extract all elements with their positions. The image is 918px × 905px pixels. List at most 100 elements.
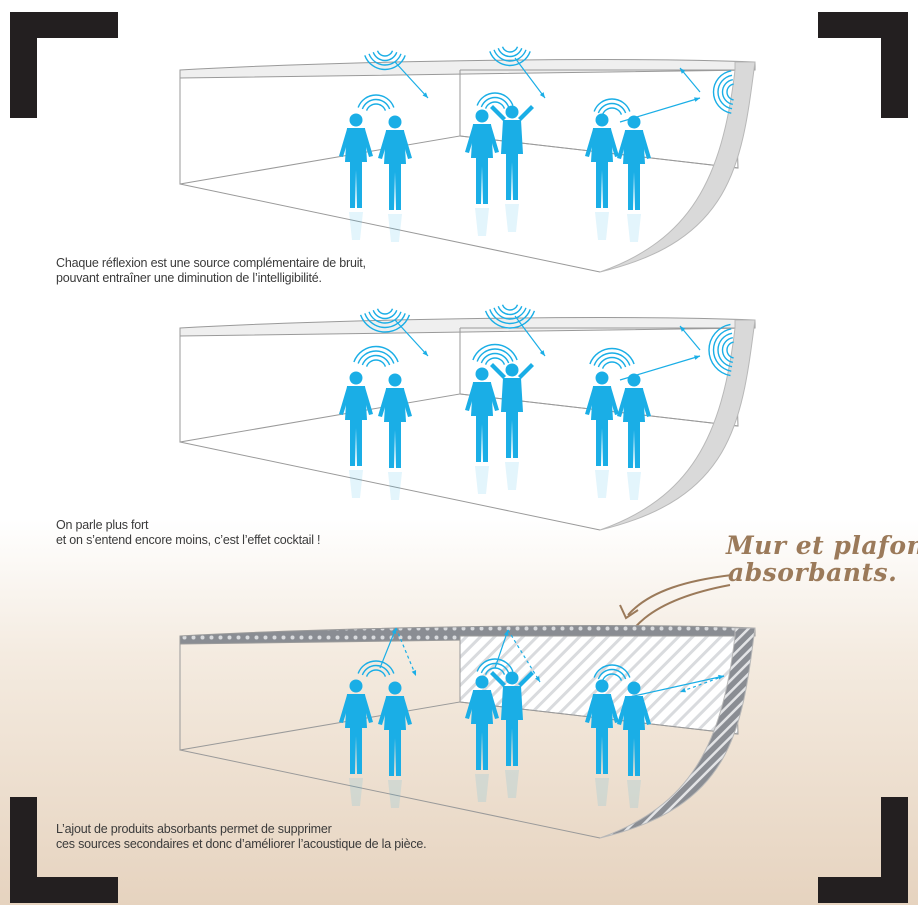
ceiling-panel (180, 318, 755, 336)
person-head (506, 106, 519, 119)
caption-line: Chaque réflexion est une source compléme… (56, 256, 366, 271)
person-body (345, 386, 367, 466)
person-body (471, 382, 493, 462)
person-body (384, 130, 406, 210)
person-silhouette (378, 682, 412, 809)
person-reflection (349, 778, 363, 806)
person-reflection (475, 466, 489, 494)
person-head (389, 682, 402, 695)
person-reflection (349, 470, 363, 498)
person-head (389, 116, 402, 129)
person-silhouette (465, 368, 499, 495)
person-body (501, 686, 523, 766)
person-reflection (388, 214, 402, 242)
person-body (591, 386, 613, 466)
person-body (384, 696, 406, 776)
speaker-waves-right (594, 99, 630, 115)
sound-wave-arc (377, 309, 392, 314)
caption-line: L’ajout de produits absorbants permet de… (56, 822, 426, 837)
left-back-wall (180, 636, 460, 750)
ceiling-panel (180, 60, 755, 78)
person-head (350, 372, 363, 385)
person-silhouette (339, 680, 373, 807)
person-head (476, 110, 489, 123)
caption-line: ces sources secondaires et donc d’amélio… (56, 837, 426, 852)
caption-scene-1: Chaque réflexion est une source compléme… (56, 256, 366, 286)
person-reflection (595, 212, 609, 240)
person-reflection (349, 212, 363, 240)
person-silhouette (617, 374, 651, 501)
person-reflection (505, 204, 519, 232)
ray-arrowhead (694, 355, 700, 359)
person-silhouette (378, 116, 412, 243)
person-body (471, 124, 493, 204)
person-head (506, 672, 519, 685)
person-silhouette (490, 363, 534, 490)
person-silhouette (465, 110, 499, 237)
person-head (596, 372, 609, 385)
ray-arrowhead (694, 97, 700, 101)
person-silhouette (617, 116, 651, 243)
sound-wave-arc (603, 362, 622, 369)
person-silhouette (339, 372, 373, 499)
person-body (384, 388, 406, 468)
person-silhouette (490, 105, 534, 232)
person-head (350, 680, 363, 693)
person-body (623, 388, 645, 468)
person-body (591, 128, 613, 208)
annotation-line: absorbants. (726, 559, 918, 586)
person-body (591, 694, 613, 774)
speaker-waves-center (473, 345, 517, 365)
person-silhouette (339, 114, 373, 241)
ray-arrowhead (412, 670, 416, 676)
person-body (501, 378, 523, 458)
sound-wave-arc (377, 51, 392, 56)
person-body (345, 694, 367, 774)
sound-wave-arc (502, 47, 517, 52)
speaker-waves-left (358, 661, 394, 677)
person-reflection (627, 780, 641, 808)
person-head (389, 374, 402, 387)
person-reflection (505, 770, 519, 798)
person-reflection (475, 774, 489, 802)
speaker-waves-center (477, 93, 513, 109)
person-body (623, 696, 645, 776)
person-body (501, 120, 523, 200)
curved-wall (600, 62, 755, 272)
reflection-ray (620, 98, 700, 122)
person-head (476, 676, 489, 689)
speaker-waves-right (590, 349, 634, 369)
person-head (350, 114, 363, 127)
sound-wave-arc (367, 670, 386, 677)
sound-wave-arc (367, 360, 386, 367)
speaker-waves-left (354, 347, 398, 367)
caption-scene-3: L’ajout de produits absorbants permet de… (56, 822, 426, 852)
person-head (506, 364, 519, 377)
person-reflection (595, 470, 609, 498)
person-reflection (505, 462, 519, 490)
person-head (628, 682, 641, 695)
sound-wave-arc (367, 104, 386, 111)
person-body (471, 690, 493, 770)
person-reflection (388, 780, 402, 808)
person-head (596, 680, 609, 693)
person-reflection (388, 472, 402, 500)
caption-line: On parle plus fort (56, 518, 320, 533)
person-reflection (595, 778, 609, 806)
person-reflection (627, 214, 641, 242)
person-body (623, 130, 645, 210)
person-silhouette (585, 372, 619, 499)
caption-scene-2: On parle plus fort et on s’entend encore… (56, 518, 320, 548)
sound-wave-arc (603, 108, 622, 115)
person-body (345, 128, 367, 208)
person-reflection (627, 472, 641, 500)
caption-line: pouvant entraîner une diminution de l’in… (56, 271, 366, 286)
annotation-line: Mur et plafond (726, 532, 918, 559)
caption-line: et on s’entend encore moins, c’est l’eff… (56, 533, 320, 548)
speaker-waves-left (358, 95, 394, 111)
person-reflection (475, 208, 489, 236)
person-head (476, 368, 489, 381)
person-silhouette (585, 114, 619, 241)
person-silhouette (378, 374, 412, 501)
person-head (596, 114, 609, 127)
